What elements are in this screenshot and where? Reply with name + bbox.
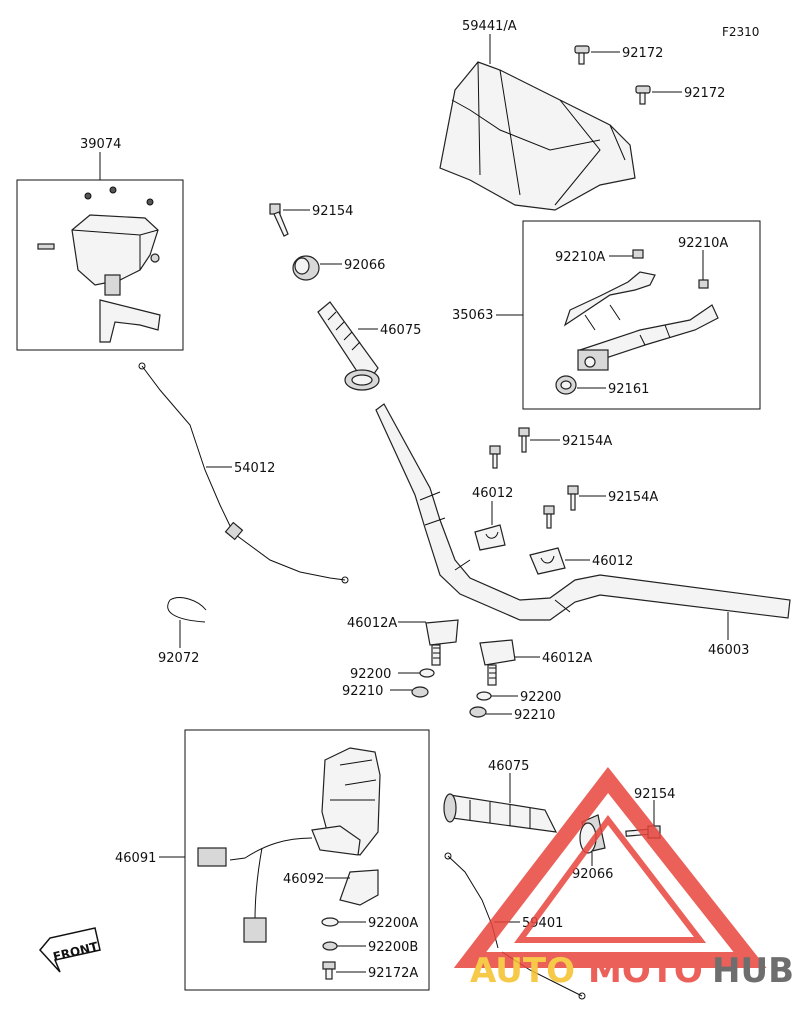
label-92172-a: 92172: [622, 46, 663, 61]
clamp-92072[interactable]: [167, 597, 207, 623]
label-92066-top: 92066: [344, 258, 385, 273]
label-39074: 39074: [80, 137, 121, 152]
figure-code: F2310: [722, 25, 759, 39]
label-92172-b: 92172: [684, 86, 725, 101]
washer-92200A[interactable]: [321, 917, 339, 927]
holder-46012A-left[interactable]: [425, 619, 459, 666]
label-46091: 46091: [115, 851, 156, 866]
switch-housing-part[interactable]: [197, 747, 381, 943]
watermark-moto: MOTO: [588, 951, 703, 991]
label-92154A-b: 92154A: [608, 490, 658, 505]
cable-54012[interactable]: [138, 362, 349, 584]
screw-92172-b[interactable]: [635, 85, 651, 105]
master-cylinder-part[interactable]: [37, 186, 161, 343]
nut-92210-left[interactable]: [411, 686, 429, 698]
screw-92172-a[interactable]: [574, 45, 590, 65]
label-92200-right: 92200: [520, 690, 561, 705]
bracket-35063-part[interactable]: [563, 271, 719, 371]
label-92200A: 92200A: [368, 916, 418, 931]
label-92154-top: 92154: [312, 204, 353, 219]
label-92210A-right: 92210A: [678, 236, 728, 251]
screw-92172A[interactable]: [322, 961, 336, 980]
label-92200B: 92200B: [368, 940, 418, 955]
label-92172A: 92172A: [368, 966, 418, 981]
switch-lever-46092[interactable]: [339, 869, 379, 906]
label-46075-bottom: 46075: [488, 759, 529, 774]
bolt-92154-top[interactable]: [269, 203, 289, 237]
washer-92200B[interactable]: [322, 941, 338, 951]
nut-92210A-right[interactable]: [698, 279, 709, 289]
label-92154-bottom: 92154: [634, 787, 675, 802]
label-46012A-left: 46012A: [347, 616, 397, 631]
label-54012: 54012: [234, 461, 275, 476]
holder-46012-b[interactable]: [529, 547, 566, 575]
nut-92161[interactable]: [555, 375, 577, 395]
label-46012-b: 46012: [592, 554, 633, 569]
bolt-92154A-b[interactable]: [543, 485, 579, 529]
nut-92210A-left[interactable]: [632, 249, 644, 259]
label-35063: 35063: [452, 308, 493, 323]
label-92161: 92161: [608, 382, 649, 397]
label-92154A-a: 92154A: [562, 434, 612, 449]
box-39074: [16, 179, 184, 351]
grip-46075-top[interactable]: [317, 301, 380, 391]
label-46012-a: 46012: [472, 486, 513, 501]
box-46091: [184, 729, 430, 991]
washer-92200-right[interactable]: [476, 691, 492, 701]
nut-92210-right[interactable]: [469, 706, 487, 718]
label-92210A-left: 92210A: [555, 250, 605, 265]
grip-46075-bottom[interactable]: [443, 793, 558, 833]
label-92210-left: 92210: [342, 684, 383, 699]
windshield-part[interactable]: [439, 61, 636, 211]
label-92200-left: 92200: [350, 667, 391, 682]
holder-46012A-right[interactable]: [479, 639, 516, 686]
washer-92200-left[interactable]: [419, 668, 435, 678]
automotohub-watermark: AUTO MOTO HUB: [453, 766, 794, 991]
label-46012A-right: 46012A: [542, 651, 592, 666]
label-92072: 92072: [158, 651, 199, 666]
label-46003: 46003: [708, 643, 749, 658]
bolt-92154A-a[interactable]: [489, 427, 530, 469]
label-92210-right: 92210: [514, 708, 555, 723]
holder-46012-a[interactable]: [474, 524, 506, 551]
weight-92066-top[interactable]: [292, 255, 320, 281]
label-59441A: 59441/A: [462, 19, 517, 34]
front-arrow-icon: FRONT: [39, 927, 101, 973]
label-92066-bottom: 92066: [572, 867, 613, 882]
watermark-hub: HUB: [712, 951, 794, 991]
watermark-auto: AUTO: [470, 951, 575, 991]
label-46092: 46092: [283, 872, 324, 887]
label-46075-top: 46075: [380, 323, 421, 338]
handlebar-46003[interactable]: [375, 403, 791, 621]
